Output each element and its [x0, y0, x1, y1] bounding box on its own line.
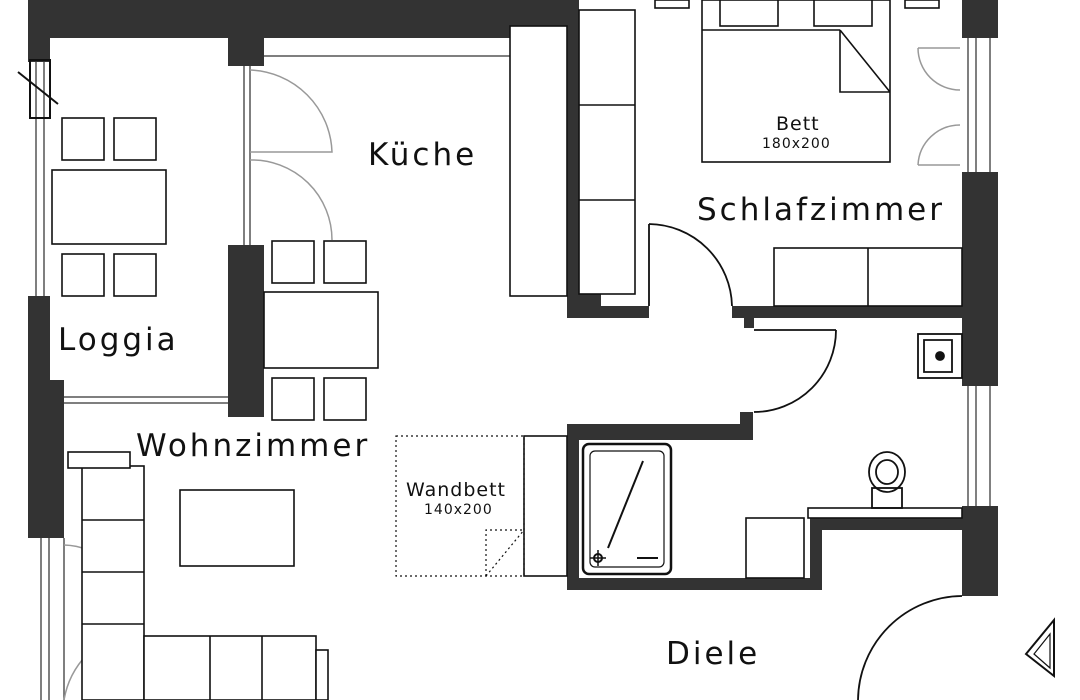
wall-bedroom-bottom-right [732, 306, 964, 318]
wall-right-mid [962, 172, 998, 386]
toilet-icon [868, 451, 906, 509]
wall-bath-bottom [567, 578, 822, 590]
bed-size: 180x200 [762, 136, 831, 152]
windows [35, 38, 991, 700]
kitchen-counter [509, 25, 568, 297]
wall-top-mid [510, 0, 568, 26]
room-label-diele: Diele [666, 636, 760, 672]
wandbett-label: Wandbett [406, 479, 506, 501]
wall-bath-inner-top [810, 518, 964, 530]
wall-bath-left [567, 424, 579, 590]
window-handle [17, 59, 59, 119]
wall-bath-stub [744, 306, 754, 328]
bed-label: Bett [776, 113, 820, 135]
wall-bedroom-corner [567, 294, 601, 318]
wall-bath-top [567, 424, 753, 440]
sofa [81, 465, 145, 700]
sink-icon [917, 333, 963, 379]
wall-right-upper [962, 0, 998, 38]
wall-loggia-partition [228, 245, 264, 417]
wall-top-notch [228, 0, 264, 66]
door-swings-main [648, 223, 963, 700]
wandbett-size: 140x200 [424, 502, 493, 518]
dining-table [263, 291, 379, 369]
wall-left-upper [28, 30, 50, 62]
wandbett-outline [395, 435, 525, 577]
walls [28, 0, 998, 596]
room-label-schlafzimmer: Schlafzimmer [697, 192, 945, 228]
wandbett-cabinet [523, 435, 568, 577]
room-label-wohnzimmer: Wohnzimmer [136, 428, 370, 464]
loggia-table [51, 169, 167, 245]
wall-bedroom-bottom [599, 306, 649, 318]
wall-left-mid [28, 296, 50, 382]
furniture [51, 0, 963, 700]
room-label-loggia: Loggia [58, 322, 179, 358]
wall-bath-top-step [740, 412, 753, 440]
shower-icon [581, 442, 673, 576]
coffee-table [179, 489, 295, 567]
wall-bedroom-left [567, 0, 579, 318]
wall-top-left [28, 0, 510, 38]
wall-right-lower [962, 506, 998, 596]
north-arrow-icon [1024, 617, 1055, 679]
room-label-kueche: Küche [368, 137, 477, 173]
wall-bath-inner [810, 520, 822, 590]
wall-left-lower [28, 380, 64, 538]
